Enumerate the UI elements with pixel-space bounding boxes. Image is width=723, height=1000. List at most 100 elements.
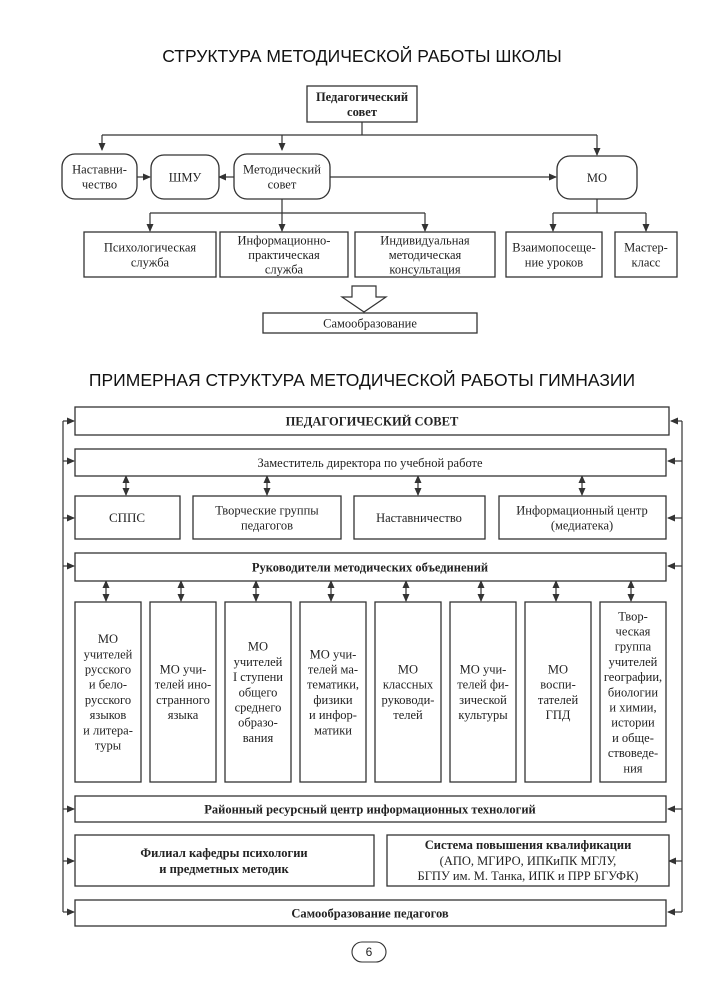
label-line: и химии, [609,701,656,715]
label-line: методическая [389,248,462,262]
label-line: служба [265,262,304,276]
box-label: Заместитель директора по учебной работе [257,456,483,470]
mo-heads-box: Руководители методических объединений [74,552,667,582]
label-line: и инфор- [309,708,357,722]
label-line: и предметных методик [159,862,289,876]
label-line: биологии [608,685,658,699]
gym-self-education-box: Самообразование педагогов [74,899,667,927]
qualification-title: Система повышения квалификации [425,838,632,852]
label-line: учителей [84,647,133,661]
label-line: Методический [243,162,321,176]
box-label: Самообразование педагогов [291,906,449,920]
label-line: ние уроков [525,255,583,269]
label-line: географии, [604,670,662,684]
label-line: русского [85,663,131,677]
label-line: группа [615,640,652,654]
label-line: Руководители методических объединений [252,560,488,574]
label-line: Творческие группы [215,503,319,517]
gym-mentoring-box: Наставничество [353,495,486,540]
label-line: МО [398,663,418,677]
box-label: Наставничество [376,511,462,525]
label-line: руководи- [382,693,435,707]
label-line: Твор- [618,609,648,623]
resource-center-box: Районный ресурсный центр информационных … [74,795,667,823]
box-label: ПЕДАГОГИЧЕСКИЙ СОВЕТ [286,414,459,428]
label-line: практическая [248,248,320,262]
label-line: воспи- [540,678,575,692]
label-line: и обще- [612,731,654,745]
gym-ped-council-box: ПЕДАГОГИЧЕСКИЙ СОВЕТ [74,406,670,436]
label-line: ния [623,761,642,775]
box-label: Информационный центр(медиатека) [516,503,648,532]
label-line: Информационно- [238,233,331,247]
label-line: матики [314,723,352,737]
label-line: I ступени [233,670,283,684]
label-line: ШМУ [169,170,202,184]
label-line: телей [393,708,423,722]
label-line: МО учи- [160,663,207,677]
label-line: зической [459,693,507,707]
label-line: МО [98,632,118,646]
diagram1-title: СТРУКТУРА МЕТОДИЧЕСКОЙ РАБОТЫ ШКОЛЫ [162,45,562,66]
label-line: БГПУ им. М. Танка, ИПК и ПРР БГУФК) [418,869,639,883]
label-line: Психологическая [104,240,197,254]
label-line: образо- [238,716,278,730]
label-line: совет [268,177,297,191]
label-line: классных [383,678,434,692]
info-center-box: Информационный центр(медиатека) [498,495,667,540]
label-line: (АПО, МГИРО, ИПКиПК МГЛУ, [440,854,617,868]
shmu-box: ШМУ [150,154,220,200]
box-label: ШМУ [169,170,202,184]
diagram1-connectors [98,122,650,313]
label-line: телей фи- [457,678,509,692]
self-education-box: Самообразование [262,312,478,334]
label-line: МО [548,663,568,677]
label-line: ГПД [546,708,571,722]
label-line: класс [632,255,661,269]
box-label: Наставни-чество [72,162,127,191]
label-line: физики [313,693,352,707]
label-line: телей ма- [308,663,358,677]
label-line: СППС [109,510,145,525]
label-line: чество [82,177,117,191]
label-line: МО учи- [460,663,507,677]
label-line: совет [347,105,377,119]
label-line: языков [90,708,127,722]
mentoring-box: Наставни-чество [61,153,138,200]
label-line: Педагогический [316,90,408,104]
label-line: Районный ресурсный центр информационных … [204,802,535,816]
box-label: Самообразование [323,316,417,330]
label-line: МО [248,640,268,654]
label-line: культуры [458,708,508,722]
label-line: и бело- [89,678,127,692]
label-line: языка [168,708,199,722]
label-line: МО [587,171,607,185]
deputy-director-box: Заместитель директора по учебной работе [74,448,667,477]
box-label: Мастер-класс [624,240,668,269]
box-label: МО [587,171,607,185]
label-line: Взаимопосеще- [512,240,596,254]
label-line: Наставничество [376,511,462,525]
